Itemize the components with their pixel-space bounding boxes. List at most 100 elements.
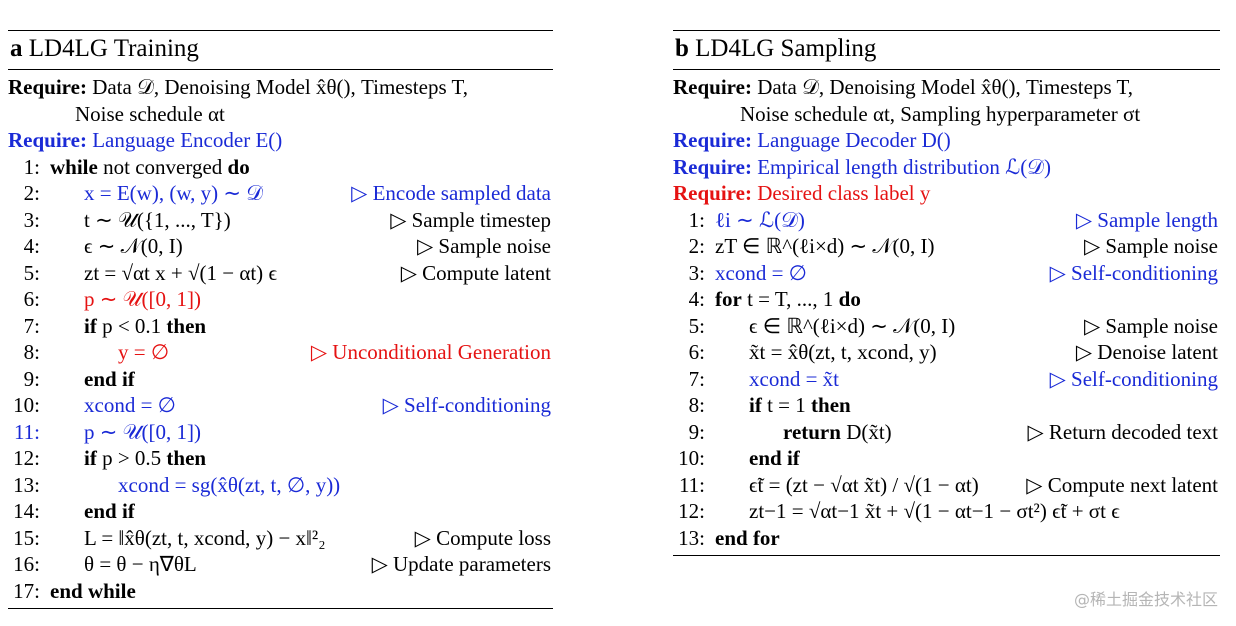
line-comment: ▷ Update parameters (371, 552, 551, 576)
panel-title: b LD4LG Sampling (673, 31, 1220, 69)
line-number: 5: (23, 260, 40, 285)
algorithm-line: 3:t ∼ 𝒰({1, ..., T})▷ Sample timestep (8, 207, 553, 234)
algorithm-line: 6:p ∼ 𝒰([0, 1]) (8, 286, 553, 313)
line-code: θ = θ − η∇θL (84, 552, 197, 576)
line-number: 9: (23, 366, 40, 391)
line-comment: ▷ Sample noise (1084, 313, 1218, 338)
title-rule (673, 69, 1220, 70)
bottom-rule (673, 555, 1220, 556)
algorithm-line: 11:p ∼ 𝒰([0, 1]) (8, 419, 553, 446)
line-number: 11: (13, 419, 40, 444)
line-code: xcond = ∅ (84, 393, 176, 417)
require-keyword: Require: (8, 75, 87, 99)
line-code: L = ‖x̂θ(zt, t, xcond, y) − x‖²₂ (84, 525, 326, 550)
algorithm-line: 17: end while (8, 578, 553, 605)
require-line: Require: Data 𝒟, Denoising Model x̂θ(), … (8, 74, 553, 101)
line-code: zt−1 = √αt−1 x̃t + √(1 − αt−1 − σt²) ϵ̃t… (749, 499, 1120, 523)
line-code: p ∼ 𝒰([0, 1]) (84, 287, 201, 311)
line-number: 8: (23, 340, 40, 364)
line-number: 7: (23, 313, 40, 338)
algorithm-line: 7:xcond = x̃t▷ Self-conditioning (673, 366, 1220, 393)
line-number: 4: (688, 287, 705, 311)
line-code: for t = T, ..., 1 do (715, 287, 861, 311)
line-comment: ▷ Compute next latent (1026, 472, 1218, 497)
algorithm-line: 5:ϵ ∈ ℝ^(ℓi×d) ∼ 𝒩(0, I)▷ Sample noise (673, 313, 1220, 340)
line-number: 14: (13, 499, 40, 523)
line-comment: ▷ Self-conditioning (1049, 260, 1218, 285)
algorithm-line: 10:end if (673, 445, 1220, 472)
watermark: @稀土掘金技术社区 (1073, 590, 1218, 609)
require-text: Data 𝒟, Denoising Model x̂θ(), Timesteps… (86, 75, 469, 99)
require-line: Require: Language Encoder E() (8, 127, 553, 154)
line-code: zt = √αt x + √(1 − αt) ϵ (84, 260, 277, 285)
line-comment: ▷ Sample noise (417, 234, 551, 258)
line-number: 10: (13, 393, 40, 417)
line-comment: ▷ Self-conditioning (1049, 366, 1218, 391)
require-continuation: Noise schedule αt, Sampling hyperparamet… (740, 101, 1141, 126)
require-text: Data 𝒟, Denoising Model x̂θ(), Timesteps… (751, 75, 1134, 99)
top-rule (673, 30, 1220, 31)
line-number: 16: (13, 552, 40, 576)
require-line: Require: Data 𝒟, Denoising Model x̂θ(), … (673, 74, 1220, 101)
require-keyword: Require: (673, 75, 752, 99)
require-continuation: Noise schedule αt (75, 101, 225, 126)
line-number: 13: (678, 525, 705, 550)
sampling-algorithm-panel: b LD4LG Sampling Require: Data 𝒟, Denois… (673, 30, 1220, 556)
line-code: t ∼ 𝒰({1, ..., T}) (84, 207, 231, 232)
algorithm-line: 14: end if (8, 498, 553, 525)
line-code: y = ∅ (118, 340, 170, 364)
line-code: x = E(w), (w, y) ∼ 𝒟 (84, 181, 263, 205)
line-number: 12: (678, 499, 705, 523)
line-number: 6: (688, 340, 705, 364)
line-number: 17: (13, 578, 40, 603)
line-number: 7: (688, 366, 705, 391)
panel-title-text: LD4LG Sampling (695, 35, 877, 62)
line-code: ϵ̃t = (zt − √αt x̃t) / √(1 − αt) (749, 472, 979, 497)
require-keyword: Require: (673, 181, 752, 205)
line-number: 4: (23, 234, 40, 258)
line-code: if p < 0.1 then (84, 313, 207, 338)
line-comment: ▷ Self-conditioning (382, 393, 551, 417)
algorithm-line: 13:end for (673, 525, 1220, 552)
line-code: xcond = sg(x̂θ(zt, t, ∅, y)) (118, 472, 341, 497)
require-line: Require: Desired class label y (673, 180, 1220, 207)
require-keyword: Require: (673, 154, 752, 179)
algorithm-line: 4:ϵ ∼ 𝒩(0, I)▷ Sample noise (8, 233, 553, 260)
algorithm-line: 5: zt = √αt x + √(1 − αt) ϵ ▷ Compute late… (8, 260, 553, 287)
line-code: end while (50, 578, 136, 603)
line-comment: ▷ Return decoded text (1027, 419, 1218, 444)
algorithm-line: 8:if t = 1 then (673, 392, 1220, 419)
algorithm-line: 10: xcond = ∅ ▷ Self-conditioning (8, 392, 553, 419)
line-comment: ▷ Encode sampled data (351, 181, 551, 205)
line-code: end if (84, 366, 135, 391)
require-keyword: Require: (673, 128, 752, 152)
line-code: end if (84, 499, 135, 523)
require-text: Desired class label y (751, 181, 931, 205)
line-comment: ▷ Compute latent (400, 260, 551, 285)
require-text: Language Encoder E() (86, 128, 283, 152)
line-number: 9: (688, 419, 705, 444)
algorithm-line: 9: return D(x̃t) ▷ Return decoded text (673, 419, 1220, 446)
algorithm-line: 13: xcond = sg(x̂θ(zt, t, ∅, y)) (8, 472, 553, 499)
line-number: 2: (23, 181, 40, 205)
line-number: 1: (23, 154, 40, 179)
line-code: return D(x̃t) (783, 419, 892, 444)
line-number: 3: (23, 207, 40, 232)
algorithm-line: 3:xcond = ∅▷ Self-conditioning (673, 260, 1220, 287)
top-rule (8, 30, 553, 31)
algorithm-line: 9: end if (8, 366, 553, 393)
line-number: 15: (13, 525, 40, 550)
line-number: 1: (688, 207, 705, 232)
algorithm-line: 8:y = ∅▷ Unconditional Generation (8, 339, 553, 366)
algorithm-line: 2:zT ∈ ℝ^(ℓi×d) ∼ 𝒩(0, I)▷ Sample noise (673, 233, 1220, 260)
algorithm-line: 1:ℓi ∼ ℒ(𝒟)▷ Sample length (673, 207, 1220, 234)
line-code: x̃t = x̂θ(zt, t, xcond, y) (749, 340, 937, 364)
training-algorithm-panel: a LD4LG Training Require: Data 𝒟, Denois… (8, 30, 553, 609)
line-comment: ▷ Sample length (1075, 207, 1218, 232)
require-line: Require: Empirical length distribution ℒ… (673, 154, 1220, 181)
require-keyword: Require: (8, 128, 87, 152)
line-code: if p > 0.5 then (84, 446, 207, 470)
panel-label: a (10, 35, 23, 62)
title-rule (8, 69, 553, 70)
line-number: 13: (13, 472, 40, 497)
